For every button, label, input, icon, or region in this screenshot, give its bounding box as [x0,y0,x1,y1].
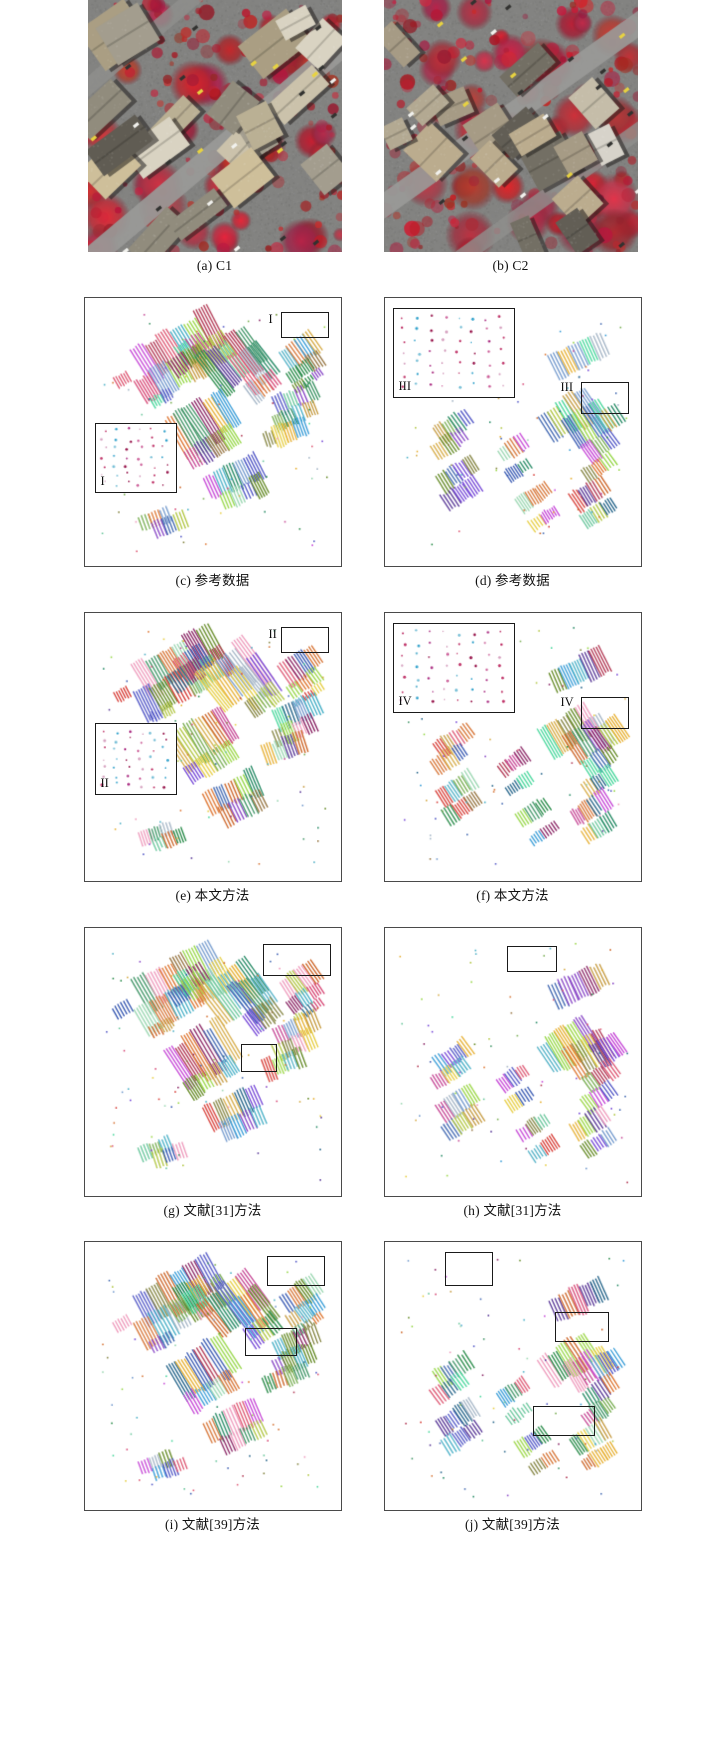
segmentation-panel-f: IV IV [383,611,642,882]
caption-h: (h) 文献[31]方法 [463,1202,562,1218]
caption-b: (b) C2 [492,258,529,273]
figure-grid: (a) C1 (b) C2 I I (c) 参考数据 [0,0,725,1533]
figure-cell-d: III III (d) 参考数据 [383,296,642,589]
segmentation-panel-g [83,926,342,1197]
zoom-inset-label-e: II [100,776,109,791]
figure-cell-e: II II (e) 本文方法 [83,611,342,904]
caption-c: (c) 参考数据 [175,572,250,588]
caption-f: (f) 本文方法 [476,887,549,903]
zoom-box-label-f: IV [560,694,574,709]
segmentation-panel-i [83,1241,342,1512]
figure-row-3: II II (e) 本文方法 IV IV (f) 本文方法 [0,611,725,904]
zoom-inset-c: I [94,422,177,493]
figure-cell-f: IV IV (f) 本文方法 [383,611,642,904]
zoom-box-label-d: III [560,379,574,394]
row-spacer-1 [362,274,363,297]
zoom-inset-e: II [94,722,177,795]
caption-d: (d) 参考数据 [475,572,550,588]
segmentation-panel-j [383,1241,642,1512]
zoom-inset-label-d: III [398,379,412,394]
zoom-box-e [280,626,329,653]
row-spacer-2 [362,589,363,612]
zoom-box-h [506,945,557,972]
zoom-inset-label-f: IV [398,694,412,709]
zoom-box-c [280,311,329,338]
caption-a: (a) C1 [196,258,233,273]
caption-g: (g) 文献[31]方法 [163,1202,262,1218]
figure-cell-c: I I (c) 参考数据 [83,296,342,589]
figure-row-1: (a) C1 (b) C2 [0,0,725,274]
figure-cell-i: (i) 文献[39]方法 [83,1241,342,1533]
segmentation-panel-d: III III [383,296,642,567]
figure-cell-g: (g) 文献[31]方法 [83,926,342,1219]
zoom-box-g [262,943,331,976]
row-spacer-3 [362,904,363,927]
figure-cell-a: (a) C1 [87,0,342,274]
zoom-inset-f: IV [392,622,515,713]
zoom-box-i [266,1256,325,1287]
figure-cell-b: (b) C2 [383,0,638,274]
zoom-box-label-c: I [268,311,273,326]
caption-j: (j) 文献[39]方法 [464,1517,560,1533]
segmentation-panel-c: I I [83,296,342,567]
zoom-inset-label-c: I [100,474,105,489]
figure-cell-j: (j) 文献[39]方法 [383,1241,642,1533]
aerial-image-c2 [383,0,638,252]
caption-e: (e) 本文方法 [175,887,250,903]
aerial-image-c1 [87,0,342,252]
segmentation-panel-e: II II [83,611,342,882]
figure-cell-h: (h) 文献[31]方法 [383,926,642,1219]
zoom-box-j-tertiary [532,1406,595,1437]
zoom-box-i-secondary [244,1328,297,1357]
figure-row-5: (i) 文献[39]方法 (j) 文献[39]方法 [0,1241,725,1533]
figure-row-2: I I (c) 参考数据 III III (d) 参考数据 [0,296,725,589]
zoom-box-label-e: II [268,626,277,641]
row-spacer-4 [362,1218,363,1241]
zoom-box-d [580,381,629,414]
zoom-box-g-secondary [240,1043,277,1072]
zoom-inset-d: III [392,307,515,398]
zoom-box-j [444,1252,493,1287]
segmentation-panel-h [383,926,642,1197]
caption-i: (i) 文献[39]方法 [164,1517,260,1533]
zoom-box-j-secondary [554,1312,609,1343]
zoom-box-f [580,696,629,729]
figure-row-4: (g) 文献[31]方法 (h) 文献[31]方法 [0,926,725,1219]
